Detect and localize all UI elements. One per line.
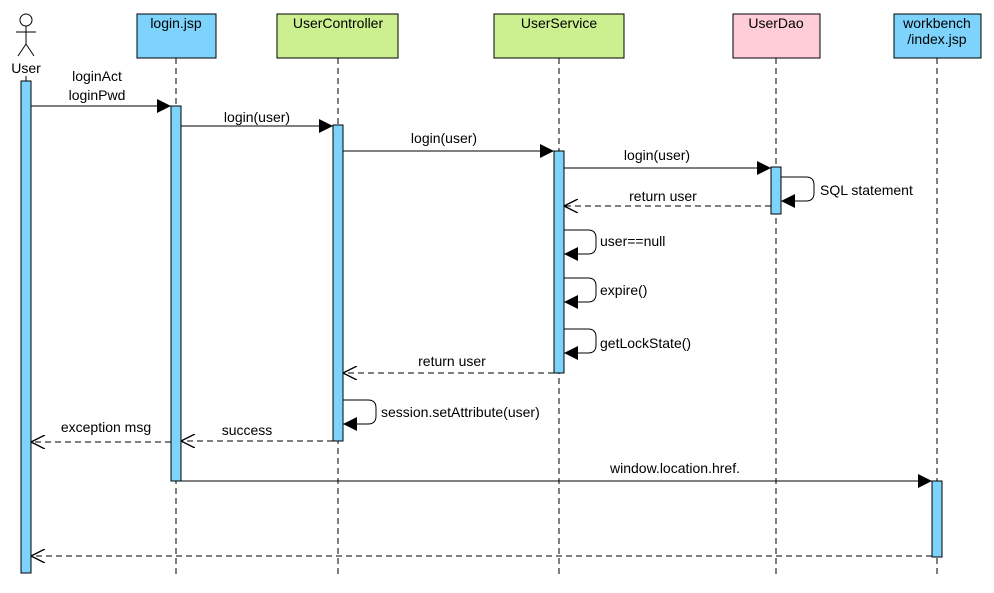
participant-loginjsp: login.jsp (136, 13, 217, 59)
activation-user (20, 80, 32, 574)
participant-box (493, 13, 625, 59)
message-label: loginPwd (69, 87, 126, 103)
participant-label: UserDao (748, 15, 803, 31)
message-label: expire() (600, 282, 647, 298)
message-label: getLockState() (600, 335, 691, 351)
message-label: return user (629, 188, 697, 204)
participant-label: /index.jsp (907, 31, 966, 47)
message-label: user==null (600, 233, 665, 249)
message-label: SQL statement (820, 182, 913, 198)
self-call-arrow (564, 328, 597, 360)
self-call-arrow (564, 277, 597, 309)
message-label: window.location.href. (609, 460, 740, 476)
participant-box (732, 13, 821, 59)
activation-usercontroller (332, 124, 344, 442)
participant-label: login.jsp (150, 15, 202, 31)
participant-box (136, 13, 217, 59)
participant-box (893, 13, 982, 59)
participant-label: UserController (293, 15, 384, 31)
message-label: exception msg (61, 419, 151, 435)
message-label: return user (418, 353, 486, 369)
activation-userdao (770, 166, 782, 215)
activation-userservice (553, 150, 565, 374)
participant-userdao: UserDao (732, 13, 821, 59)
message-label: loginAct (72, 68, 122, 84)
participant-label: UserService (521, 15, 597, 31)
message-label: success (222, 422, 273, 438)
participant-box (276, 13, 399, 59)
actor-label: User (11, 60, 41, 76)
participant-workbench: workbench /index.jsp (893, 13, 982, 59)
participant-usercontroller: UserController (276, 13, 399, 59)
activation-loginjsp (170, 105, 182, 482)
self-call-arrow (564, 229, 597, 261)
self-call-arrow (781, 176, 815, 208)
message-label: login(user) (624, 147, 690, 163)
activation-workbench (931, 480, 943, 558)
stick-figure-icon (16, 13, 36, 57)
participant-userservice: UserService (493, 13, 625, 59)
message-label: login(user) (224, 109, 290, 125)
self-call-arrow (343, 399, 377, 431)
participant-label: workbench (902, 15, 971, 31)
message-label: login(user) (411, 130, 477, 146)
message-label: session.setAttribute(user) (381, 404, 540, 420)
